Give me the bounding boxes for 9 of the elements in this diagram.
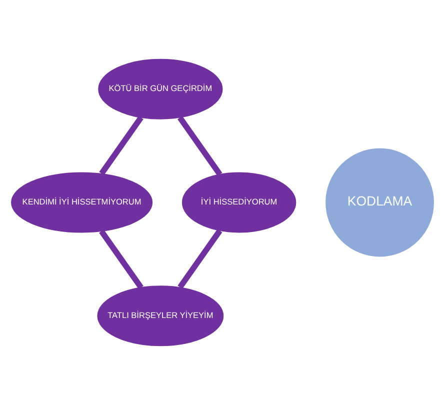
node-ellipse: TATLI BİRŞEYLER YİYEYİM [97, 286, 224, 346]
node-ellipse: KENDİMİ İYİ HİSSETMİYORUM [11, 172, 153, 233]
connector [178, 116, 222, 176]
node-circle: KODLAMA [326, 148, 434, 257]
node-ellipse: KÖTÜ BİR GÜN GEÇİRDİM [98, 58, 223, 120]
connector [99, 116, 144, 176]
node-ellipse: İYİ HİSSEDİYORUM [182, 172, 296, 233]
connector [178, 229, 222, 289]
connector [99, 230, 144, 290]
